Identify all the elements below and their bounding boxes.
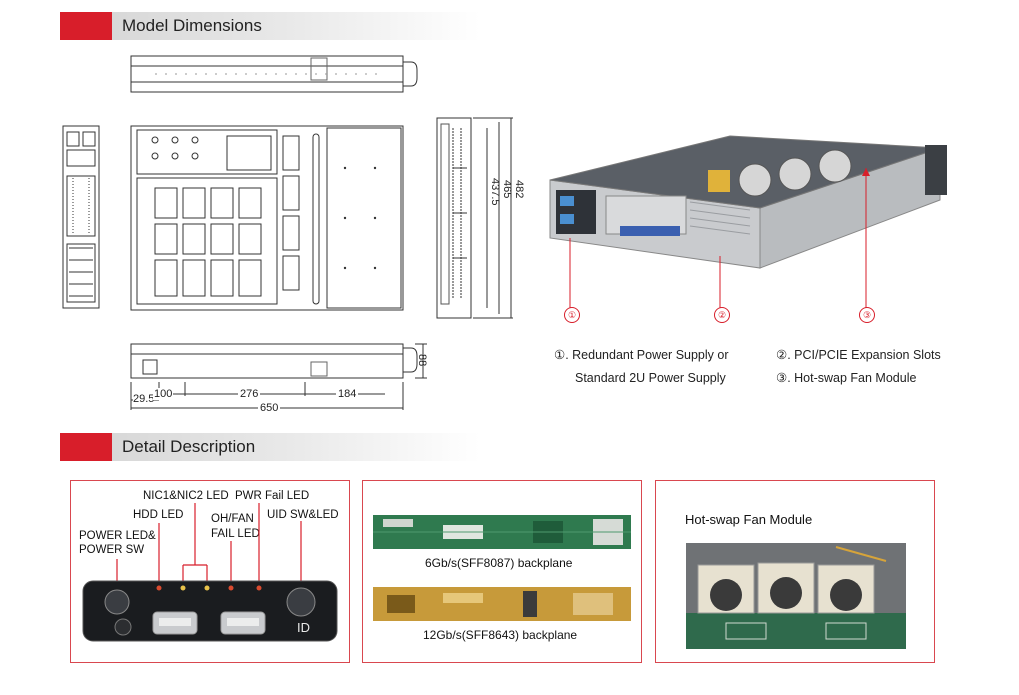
feature-1-line1: ①. Redundant Power Supply or — [554, 348, 729, 362]
fan-module-title: Hot-swap Fan Module — [685, 512, 813, 527]
power-label-1: POWER LED& — [79, 530, 156, 542]
oh-fan-label-2: FAIL LED — [211, 528, 260, 540]
detail-description-header: Detail Description — [60, 433, 480, 461]
dim-482: 482 — [513, 180, 525, 199]
dim-276: 276 — [238, 388, 261, 400]
dim-88: 88 — [416, 354, 428, 367]
rear-view-drawing — [62, 125, 100, 309]
pwr-fail-label: PWR Fail LED — [235, 490, 310, 502]
callout-1: ① — [564, 307, 580, 323]
uid-label: UID SW&LED — [267, 509, 339, 521]
dim-184: 184 — [336, 388, 359, 400]
fan-module-image — [686, 543, 906, 649]
top-view-drawing — [130, 55, 418, 93]
dim-29-5: 29.5 — [133, 393, 155, 405]
header-accent-bar — [60, 12, 112, 40]
feature-3: ③. Hot-swap Fan Module — [776, 371, 917, 385]
sata-backplane-caption: 6Gb/s(SFF8087) backplane — [425, 556, 573, 570]
feature-1-line2: Standard 2U Power Supply — [575, 371, 726, 385]
power-label-2: POWER SW — [79, 544, 145, 556]
dim-100: 100 — [153, 388, 174, 400]
dim-650: 650 — [258, 402, 281, 414]
oh-fan-label-1: OH/FAN — [211, 513, 254, 525]
section-title: Model Dimensions — [122, 16, 262, 35]
header-accent-bar — [60, 433, 112, 461]
backplane-card: 6Gb/s(SFF8087) backplane 12Gb/s(SFF8643)… — [362, 480, 642, 663]
sas-backplane-caption: 12Gb/s(SFF8643) backplane — [423, 628, 578, 642]
front-panel-card: NIC1&NIC2 LED PWR Fail LED HDD LED OH/FA… — [70, 480, 350, 663]
sata-backplane-image — [373, 515, 631, 549]
feature-2: ②. PCI/PCIE Expansion Slots — [776, 348, 941, 362]
dim-465: 465 — [501, 180, 513, 199]
dim-437-5: 437.5 — [489, 178, 501, 206]
side-view-drawing — [130, 343, 427, 410]
callout-2: ② — [714, 307, 730, 323]
fan-module-card: Hot-swap Fan Module — [655, 480, 935, 663]
plan-view-drawing — [130, 125, 404, 311]
callout-3: ③ — [859, 307, 875, 323]
id-label: ID — [297, 620, 310, 635]
front-view-drawing — [436, 117, 513, 319]
hdd-led-label: HDD LED — [133, 509, 184, 521]
model-dimensions-header: Model Dimensions — [60, 12, 480, 40]
front-panel-image — [82, 503, 338, 642]
dimension-drawings — [62, 55, 513, 410]
sas-backplane-image — [373, 587, 631, 621]
chassis-image — [549, 135, 947, 308]
nic-led-label: NIC1&NIC2 LED — [143, 490, 229, 502]
section-title: Detail Description — [122, 437, 256, 456]
